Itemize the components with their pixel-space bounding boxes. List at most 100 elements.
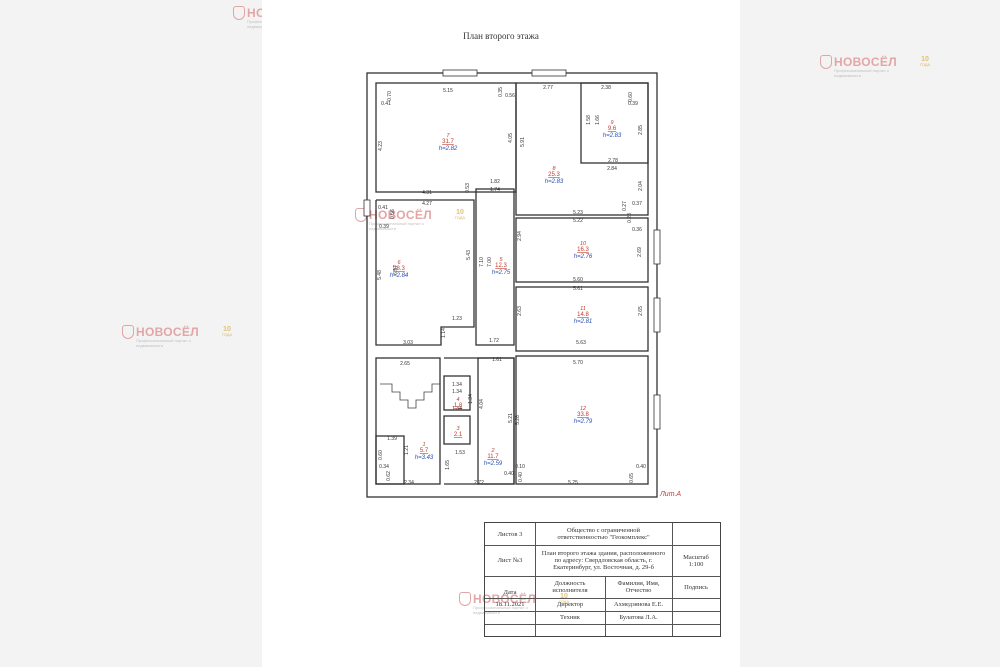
dimension-label: 1.34	[452, 382, 462, 388]
room-9-outline	[580, 82, 649, 164]
dimension-label: 7.00	[487, 257, 493, 267]
dimension-label: 1.34	[468, 394, 474, 404]
room-number: 1	[422, 442, 425, 448]
header-date: Дата	[503, 589, 517, 596]
room-number: 4	[456, 397, 459, 403]
dimension-label: 0.23	[627, 213, 633, 223]
window-room-11	[653, 297, 661, 333]
novosel-logo-icon	[122, 325, 134, 339]
dimension-label: 0.34	[379, 464, 389, 470]
header-position: Должность исполнителя	[552, 580, 588, 594]
dimension-label: 4.05	[508, 133, 514, 143]
dimension-label: 0.60	[628, 92, 634, 102]
dimension-label: 1.34	[452, 406, 462, 412]
company-name: Общество с ограниченной ответственностью…	[557, 527, 650, 541]
dimension-label: 5.22	[573, 218, 583, 224]
dimension-label: 1.34	[452, 389, 462, 395]
title-block-table: Листов 3 Общество с ограниченной ответст…	[484, 522, 721, 637]
dimension-label: 1.58	[586, 115, 592, 125]
watermark-bottom: НОВОСЁЛ Профессиональный портал о недвиж…	[459, 592, 569, 615]
dimension-label: 5.15	[443, 88, 453, 94]
dimension-label: 0.56	[505, 93, 515, 99]
room-height: h=2.83	[545, 179, 564, 185]
name-technician: Булатова Л.А.	[619, 614, 658, 621]
room-11-outline	[515, 286, 649, 352]
dimension-label: 0.41	[378, 205, 388, 211]
room-number: 2	[490, 448, 494, 454]
room-area: 9.6	[608, 126, 617, 132]
dimension-label: 1.65	[445, 460, 451, 470]
dimension-label: 4.04	[479, 399, 485, 409]
dimension-label: 0.56	[390, 209, 396, 219]
dimension-label: 2.04	[638, 181, 644, 191]
dimension-label: 2.34	[404, 480, 414, 486]
room-area: 12.3	[495, 263, 507, 269]
dimension-label: 0.37	[632, 201, 642, 207]
dimension-label: 5.23	[573, 210, 583, 216]
room-area: 33.8	[577, 412, 589, 418]
dimension-label: 5.60	[573, 277, 583, 283]
dimension-label: 0.40	[504, 471, 514, 477]
room-height: h=2.83	[603, 133, 622, 139]
dimension-label: 1.53	[455, 450, 465, 456]
dimension-label: 6.57	[393, 265, 399, 275]
header-name: Фамилия, Имя, Отчество	[617, 580, 660, 594]
dimension-label: 1.39	[387, 436, 397, 442]
room-number: 8	[552, 166, 556, 172]
dimension-label: 5.28	[515, 415, 521, 425]
dimension-label: 1.21	[404, 445, 410, 455]
room-number: 11	[580, 306, 586, 312]
room-area: 5.7	[420, 448, 429, 454]
dimension-label: 1.61	[492, 357, 502, 363]
room-area: 14.8	[577, 312, 589, 318]
dimension-label: 5.61	[573, 286, 583, 292]
drawing-description: План второго этажа здания, расположенног…	[541, 550, 666, 571]
dimension-label: 0.10	[515, 464, 525, 470]
room-number: 6	[397, 260, 401, 266]
dimension-label: 0.40	[636, 464, 646, 470]
watermark-center: НОВОСЁЛ Профессиональный портал о недвиж…	[355, 208, 465, 231]
dimension-label: 0.41	[381, 101, 391, 107]
dimension-label: 5.21	[508, 413, 514, 423]
room-number: 7	[446, 133, 450, 139]
room-height: h=2.82	[439, 146, 458, 152]
dimension-label: 1.74	[490, 187, 500, 193]
room-area: 16.3	[577, 247, 589, 253]
dimension-label: 2.65	[400, 361, 410, 367]
watermark-left-mid: НОВОСЁЛ Профессиональный портал о недвиж…	[122, 325, 232, 348]
room-height: h=2.84	[390, 273, 409, 279]
dimension-label: 2.63	[517, 306, 523, 316]
dimension-label: 4.23	[378, 141, 384, 151]
dimension-label: 0.27	[622, 201, 628, 211]
dimension-label: 4.27	[422, 201, 432, 207]
novosel-logo-icon	[820, 55, 832, 69]
stair-outline	[375, 357, 441, 485]
room-area: 31.7	[442, 139, 454, 145]
room-area: 28.3	[393, 266, 405, 272]
dimension-label: 1.14	[441, 328, 447, 338]
position-technician: Техник	[560, 614, 580, 621]
name-director: Ахмедзянова Е.Е.	[613, 601, 664, 608]
drawing-scale: Масштаб 1:100	[683, 553, 709, 568]
dimension-label: 2.77	[543, 85, 553, 91]
room-number: 5	[499, 257, 503, 263]
dimension-label: 0.36	[632, 227, 642, 233]
position-director: Директор	[556, 601, 584, 608]
room-4-outline	[443, 375, 471, 411]
room-number: 12	[580, 406, 586, 412]
drawing-sheet: План второго этажа НОВОСЁЛ Профессиональ…	[262, 0, 740, 667]
room-3-outline	[443, 415, 471, 445]
dimension-label: 0.62	[386, 471, 392, 481]
watermark-right: НОВОСЁЛ Профессиональный портал о недвиж…	[820, 55, 930, 78]
dimension-label: 0.65	[629, 473, 635, 483]
dimension-label: 4.31	[422, 190, 432, 196]
novosel-logo-icon	[233, 6, 245, 20]
room-height: h=2.79	[574, 419, 593, 425]
room-area: 11.7	[487, 454, 499, 460]
dimension-label: 3.03	[403, 340, 413, 346]
dimension-label: 2.78	[608, 158, 618, 164]
window-left	[363, 199, 371, 217]
